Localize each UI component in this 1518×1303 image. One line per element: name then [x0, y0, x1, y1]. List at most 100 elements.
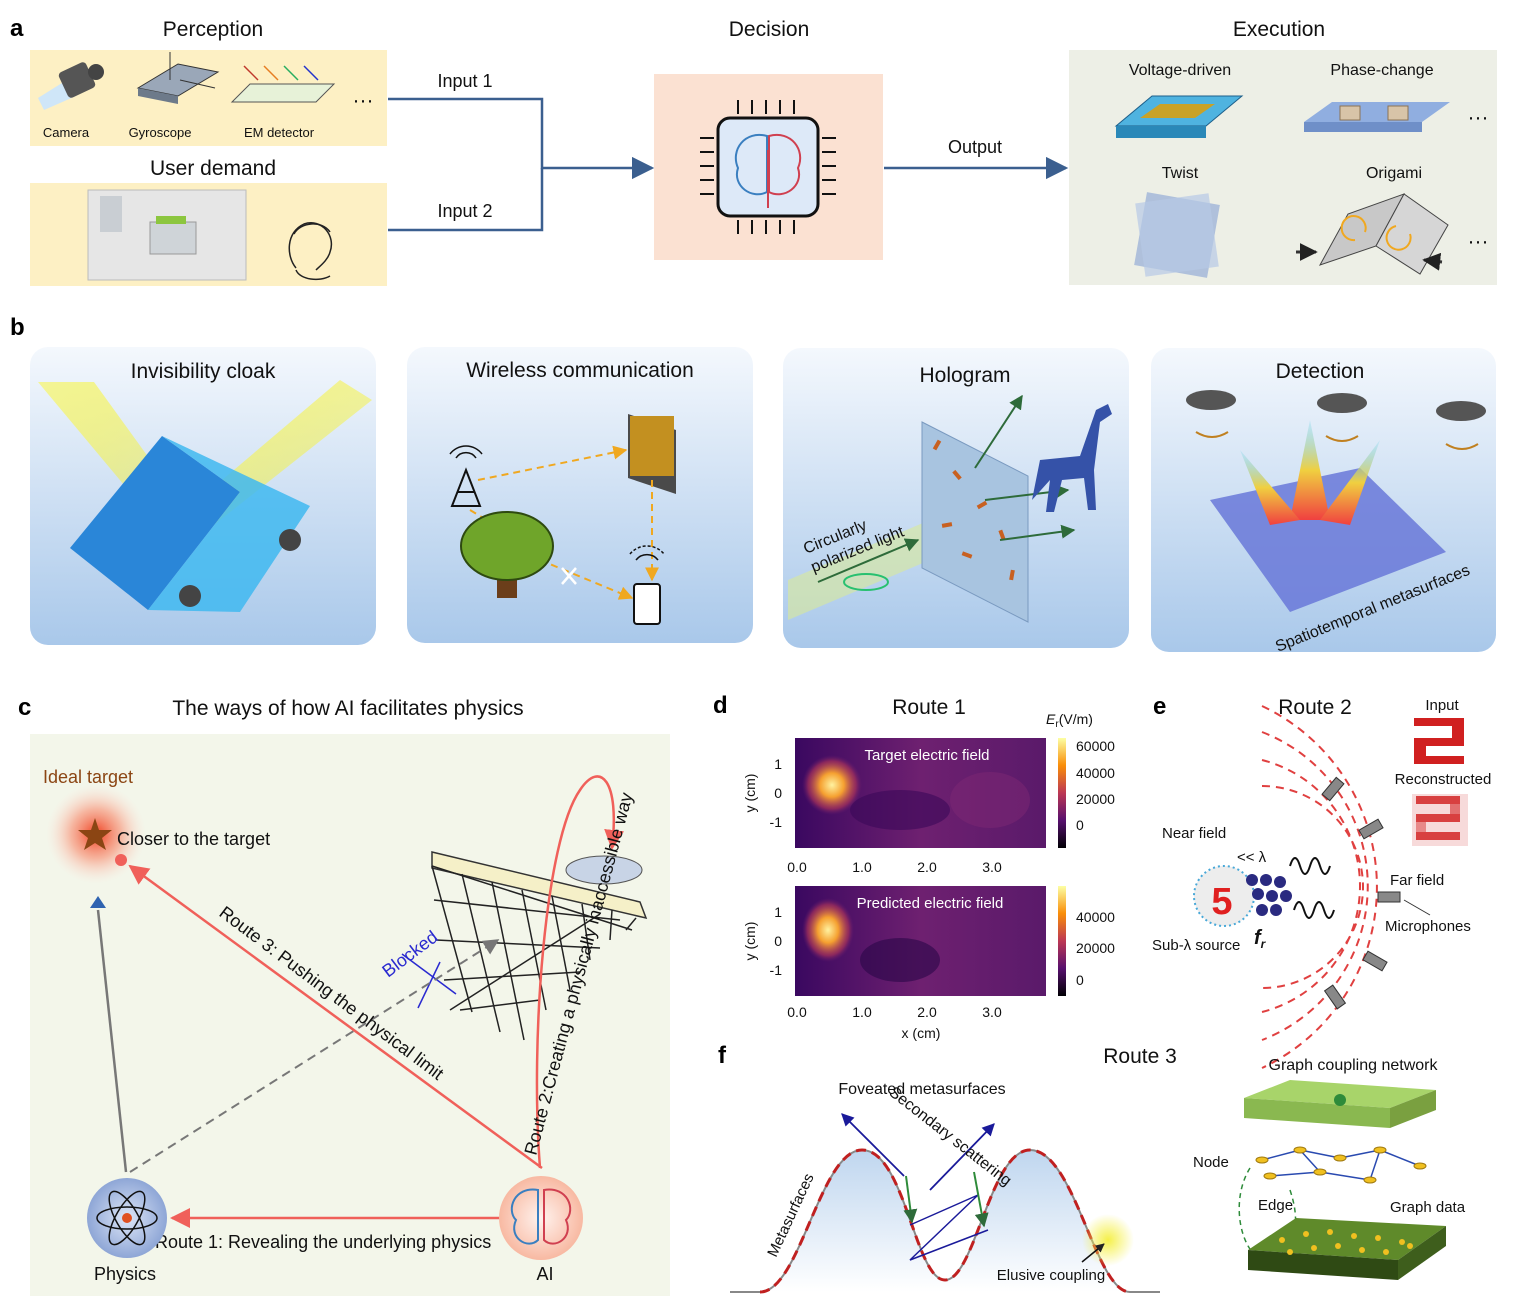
tree-icon	[460, 511, 554, 598]
top-xtick-1: 1.0	[852, 859, 872, 875]
twist-lattice-icon	[1134, 192, 1220, 278]
panel-d-title: Route 1	[892, 696, 966, 719]
scatterer-cluster	[1246, 874, 1292, 916]
source-digit: 5	[1211, 881, 1232, 923]
top-ytick-2: -1	[770, 814, 783, 830]
hologram-title: Hologram	[919, 364, 1010, 387]
input2-connector	[388, 168, 544, 232]
sensor-camera-label: Camera	[43, 125, 90, 140]
top-ytick-1: 0	[774, 785, 782, 801]
blocked-net	[431, 851, 648, 1041]
detection-title: Detection	[1276, 360, 1365, 383]
gyroscope-icon	[136, 52, 220, 104]
target-hotspot	[802, 755, 862, 815]
panel-letter-f: f	[718, 1042, 727, 1069]
top-cbar-tick-0: 60000	[1076, 738, 1115, 754]
hologram-illustration: Circularly polarized light	[788, 394, 1112, 623]
bottom-cbar-tick-1: 20000	[1076, 940, 1115, 956]
voltage-device-icon	[1114, 95, 1244, 138]
predicted-dark-region	[860, 938, 940, 982]
emitted-wave-2	[1293, 901, 1335, 919]
exec-more-1: ···	[1468, 106, 1489, 129]
gcn-top-layer	[1244, 1080, 1436, 1128]
panel-letter-b: b	[10, 314, 25, 341]
exec-more-2: ···	[1468, 230, 1489, 253]
fr-label: fr	[1254, 927, 1267, 951]
graph-node-layer	[1255, 1146, 1427, 1184]
route2-arrow	[535, 775, 625, 1169]
city-scene-image	[87, 189, 247, 281]
target-dark-region	[850, 790, 950, 830]
panel-c: c The ways of how AI facilitates physics…	[18, 694, 670, 1296]
edge-label: Edge	[1258, 1197, 1293, 1214]
metasurface-profile-fill	[730, 1150, 1160, 1292]
bottom-cbar-tick-0: 40000	[1076, 909, 1115, 925]
route1-label: Route 1: Revealing the underlying physic…	[155, 1232, 491, 1252]
near-field-label: Near field	[1162, 825, 1226, 842]
green-ray-2	[973, 1171, 989, 1228]
far-field-label: Far field	[1390, 872, 1444, 889]
giraffe-silhouette-icon	[1032, 404, 1112, 512]
blocked-cross-icon	[561, 567, 577, 585]
elusive-coupling-glow	[1082, 1214, 1134, 1266]
route3-arrow	[128, 864, 543, 1170]
emitted-wave-1	[1289, 857, 1331, 875]
person-head-icon	[288, 222, 333, 281]
panel-letter-c: c	[18, 694, 31, 721]
top-xtick-3: 3.0	[982, 859, 1002, 875]
panel-f: f Route 3 Foveated metasurfaces Secondar…	[718, 1042, 1466, 1294]
target-mid-region	[950, 772, 1030, 828]
bottom-ytick-2: -1	[770, 962, 783, 978]
blocked-x-icon	[401, 953, 457, 1009]
target-field-label: Target electric field	[864, 747, 989, 764]
input2-label: Input 2	[437, 201, 492, 221]
exec-phase-label: Phase-change	[1330, 62, 1433, 79]
scatter-ray-2	[929, 1123, 995, 1191]
input-digit-pattern	[1414, 718, 1464, 764]
top-xtick-0: 0.0	[787, 859, 807, 875]
elusive-coupling-arrow	[1081, 1243, 1105, 1263]
bottom-ytick-0: 1	[774, 904, 782, 920]
ai-brain-icon	[499, 1176, 583, 1260]
ai-chip-icon	[700, 100, 836, 234]
input-pattern-label: Input	[1425, 697, 1459, 714]
bottom-ytick-1: 0	[774, 933, 782, 949]
bottom-xtick-0: 0.0	[787, 1004, 807, 1020]
panel-e-title: Route 2	[1278, 696, 1352, 719]
panel-c-title: The ways of how AI facilitates physics	[172, 697, 523, 720]
microphone-3	[1377, 891, 1401, 903]
microphone-2	[1358, 818, 1384, 840]
bottom-xtick-2: 2.0	[917, 1004, 937, 1020]
perception-box	[30, 50, 387, 146]
antenna-tower-icon	[449, 445, 483, 507]
graph-data-label: Graph data	[1390, 1199, 1466, 1216]
green-ray-1	[903, 1175, 918, 1224]
phase-change-icon	[1304, 102, 1450, 132]
secondary-scattering-label: Secondary scattering	[886, 1084, 1015, 1190]
em-detector-icon	[230, 65, 336, 103]
top-colorbar	[1058, 738, 1066, 848]
microphone-array	[1321, 776, 1401, 1010]
scatter-ray-1	[841, 1113, 905, 1177]
scatter-ray-3	[909, 1194, 989, 1261]
origami-sheet-icon	[1296, 193, 1449, 275]
decision-title: Decision	[729, 18, 810, 41]
bottom-xlabel: x (cm)	[902, 1025, 941, 1041]
panel-b: b Invisibility cloak Wireless communicat…	[10, 314, 1496, 656]
fr-symbol: f	[1254, 927, 1263, 949]
gcn-label: Graph coupling network	[1269, 1057, 1439, 1074]
metasurface-substrate	[1248, 1218, 1446, 1280]
ideal-target-label: Ideal target	[43, 767, 133, 787]
wireless-title: Wireless communication	[466, 359, 694, 382]
top-cbar-tick-3: 0	[1076, 817, 1084, 833]
bottom-xtick-1: 1.0	[852, 1004, 872, 1020]
top-ylabel: y (cm)	[742, 774, 758, 813]
sensor-gyroscope-label: Gyroscope	[129, 125, 192, 140]
sensors-more: ···	[353, 89, 374, 112]
reconstructed-digit-pattern	[1412, 794, 1468, 846]
colorbar-unit-sub: r	[1055, 719, 1059, 730]
microphones-leader	[1403, 899, 1431, 916]
wireless-illustration	[449, 414, 676, 625]
phone-icon	[629, 545, 665, 625]
